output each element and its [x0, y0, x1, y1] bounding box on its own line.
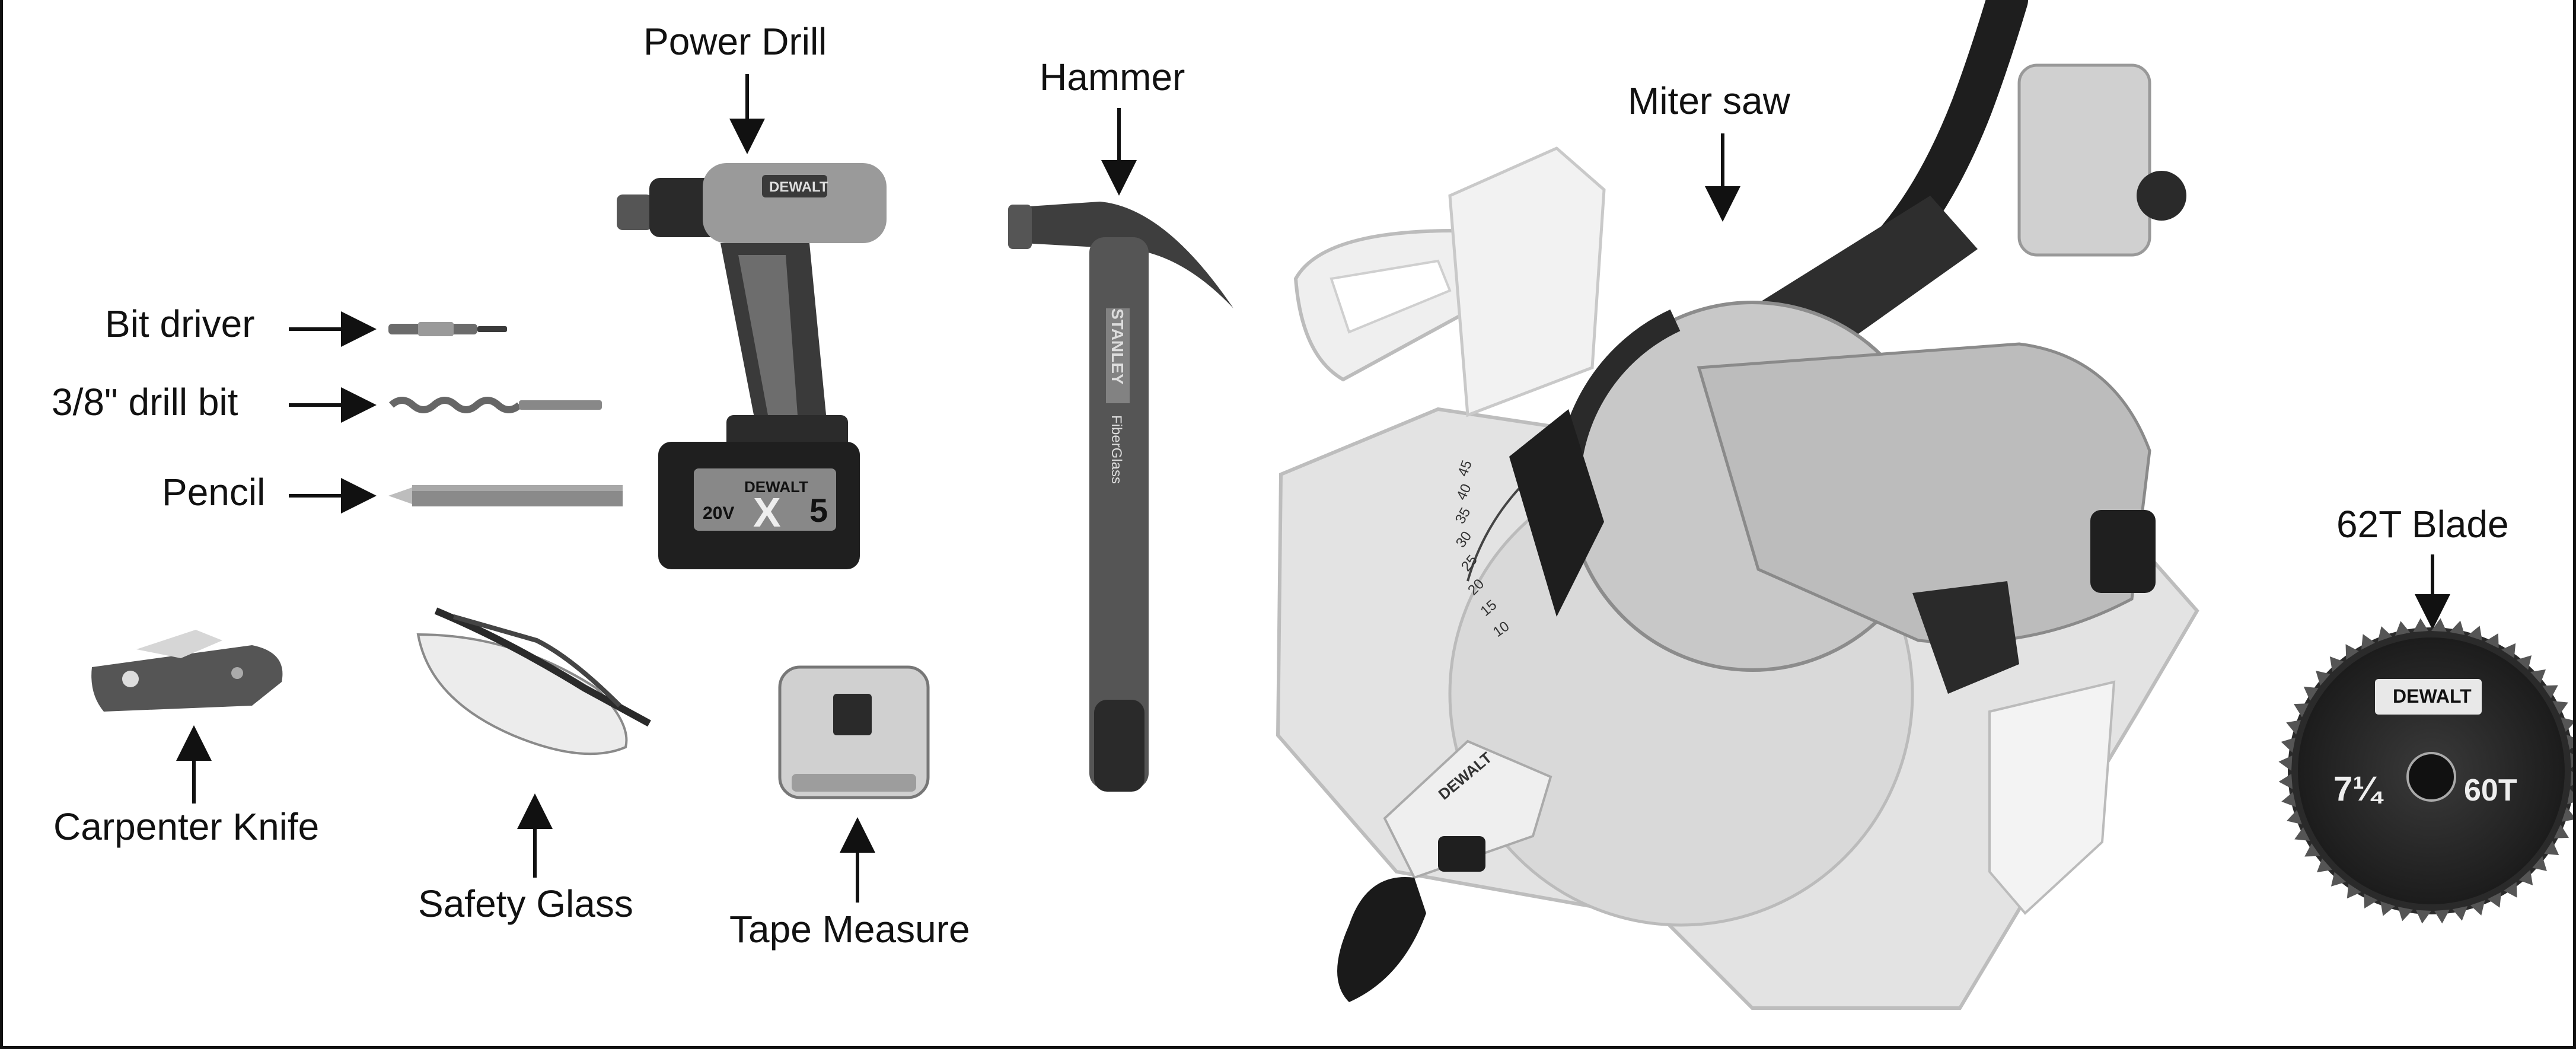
label-hammer: Hammer — [1040, 56, 1185, 98]
blade-tooth — [2281, 737, 2296, 753]
blade-tooth — [2553, 824, 2569, 838]
blade-tooth — [2287, 809, 2302, 825]
blade-tooth — [2316, 670, 2330, 686]
blade-tooth — [2431, 618, 2447, 632]
blade-tooth — [2380, 901, 2395, 916]
label-blade: 62T Blade — [2336, 503, 2509, 546]
blade-tooth — [2561, 717, 2573, 732]
label-drill-bit: 3/8" drill bit — [52, 381, 238, 423]
label-pencil: Pencil — [162, 471, 266, 514]
tool-artwork: DEWALT DEWALT 20V X 5 STANLEY FiberGlass — [91, 0, 2573, 1010]
miter-saw-illustration: 45 40 35 30 25 20 15 10 — [1276, 0, 2199, 1010]
blade-tooth — [2303, 686, 2319, 701]
pencil-illustration — [388, 485, 623, 506]
blade-tooth — [2487, 892, 2501, 908]
bit-driver-illustration — [388, 322, 507, 336]
blade-tooth — [2281, 792, 2297, 808]
blade-tooth — [2395, 621, 2411, 636]
blade-tooth — [2293, 703, 2309, 718]
blade-tooth — [2570, 771, 2573, 786]
blade-tooth — [2542, 685, 2558, 699]
blade-tooth — [2345, 644, 2359, 660]
label-tape-measure: Tape Measure — [729, 908, 970, 951]
blade-tooth — [2501, 643, 2516, 658]
blade-tooth — [2347, 884, 2361, 899]
blade-size-text: 7¼ — [2333, 770, 2384, 808]
label-miter-saw: Miter saw — [1628, 79, 1790, 122]
blade-tooth — [2278, 755, 2293, 771]
blade-teeth — [2278, 618, 2573, 924]
blade-tooth — [2452, 905, 2468, 921]
carpenter-knife-illustration — [91, 630, 283, 712]
blade-brand-text: DEWALT — [2393, 685, 2472, 707]
label-carpenter-knife: Carpenter Knife — [53, 805, 320, 848]
hammer-line-text: FiberGlass — [1108, 415, 1124, 484]
safety-glasses-illustration — [416, 607, 651, 755]
blade-tooth — [2544, 841, 2559, 856]
label-bit-driver: Bit driver — [105, 302, 255, 345]
blade-tooth — [2377, 626, 2393, 642]
blade-tooth — [2361, 634, 2376, 650]
blade-tooth — [2516, 655, 2532, 670]
blade-tooth — [2485, 633, 2499, 649]
hammer-illustration: STANLEY FiberGlass — [1008, 202, 1233, 792]
blade-tooth — [2566, 734, 2573, 750]
tape-measure-illustration — [778, 665, 930, 799]
drill-bit-illustration — [389, 397, 602, 413]
blade-tooth — [2561, 807, 2573, 822]
label-safety-glass: Safety Glass — [418, 882, 633, 925]
blade-tooth — [2530, 669, 2546, 684]
blade-tooth — [2552, 701, 2568, 715]
blade-tooth — [2567, 789, 2573, 805]
battery-voltage-text: 20V — [703, 503, 734, 523]
drill-brand-text: DEWALT — [769, 179, 828, 195]
blade-tooth — [2449, 620, 2465, 635]
blade-tooth — [2416, 910, 2431, 924]
battery-x-text: X — [753, 489, 781, 535]
battery-brand-text: DEWALT — [744, 478, 808, 496]
pointer-arrows — [176, 74, 2450, 903]
blade-tooth — [2330, 872, 2347, 887]
blade-tooth — [2467, 626, 2482, 641]
saw-blade-illustration: DEWALT 7¼ 60T — [2278, 618, 2573, 924]
blade-tooth — [2398, 907, 2414, 922]
blade-tooth — [2304, 843, 2320, 857]
blade-tooth — [2278, 773, 2293, 789]
battery-capacity-text: 5 — [809, 492, 828, 529]
power-drill-illustration: DEWALT DEWALT 20V X 5 — [617, 163, 887, 569]
blade-tooth — [2413, 618, 2429, 633]
blade-tooth — [2286, 720, 2301, 735]
blade-tooth — [2294, 827, 2310, 841]
blade-tooth — [2470, 900, 2485, 916]
label-power-drill: Power Drill — [643, 20, 827, 63]
blade-teeth-text: 60T — [2464, 773, 2517, 808]
blade-tooth — [2364, 893, 2378, 909]
blade-tooth — [2316, 858, 2333, 873]
blade-tooth — [2569, 753, 2573, 769]
hammer-brand-text: STANLEY — [1108, 308, 1127, 385]
blade-tooth — [2434, 909, 2450, 924]
blade-tooth — [2504, 882, 2517, 898]
blade-tooth — [2518, 869, 2533, 886]
blade-tooth — [2329, 656, 2344, 672]
blade-tooth — [2532, 856, 2547, 872]
